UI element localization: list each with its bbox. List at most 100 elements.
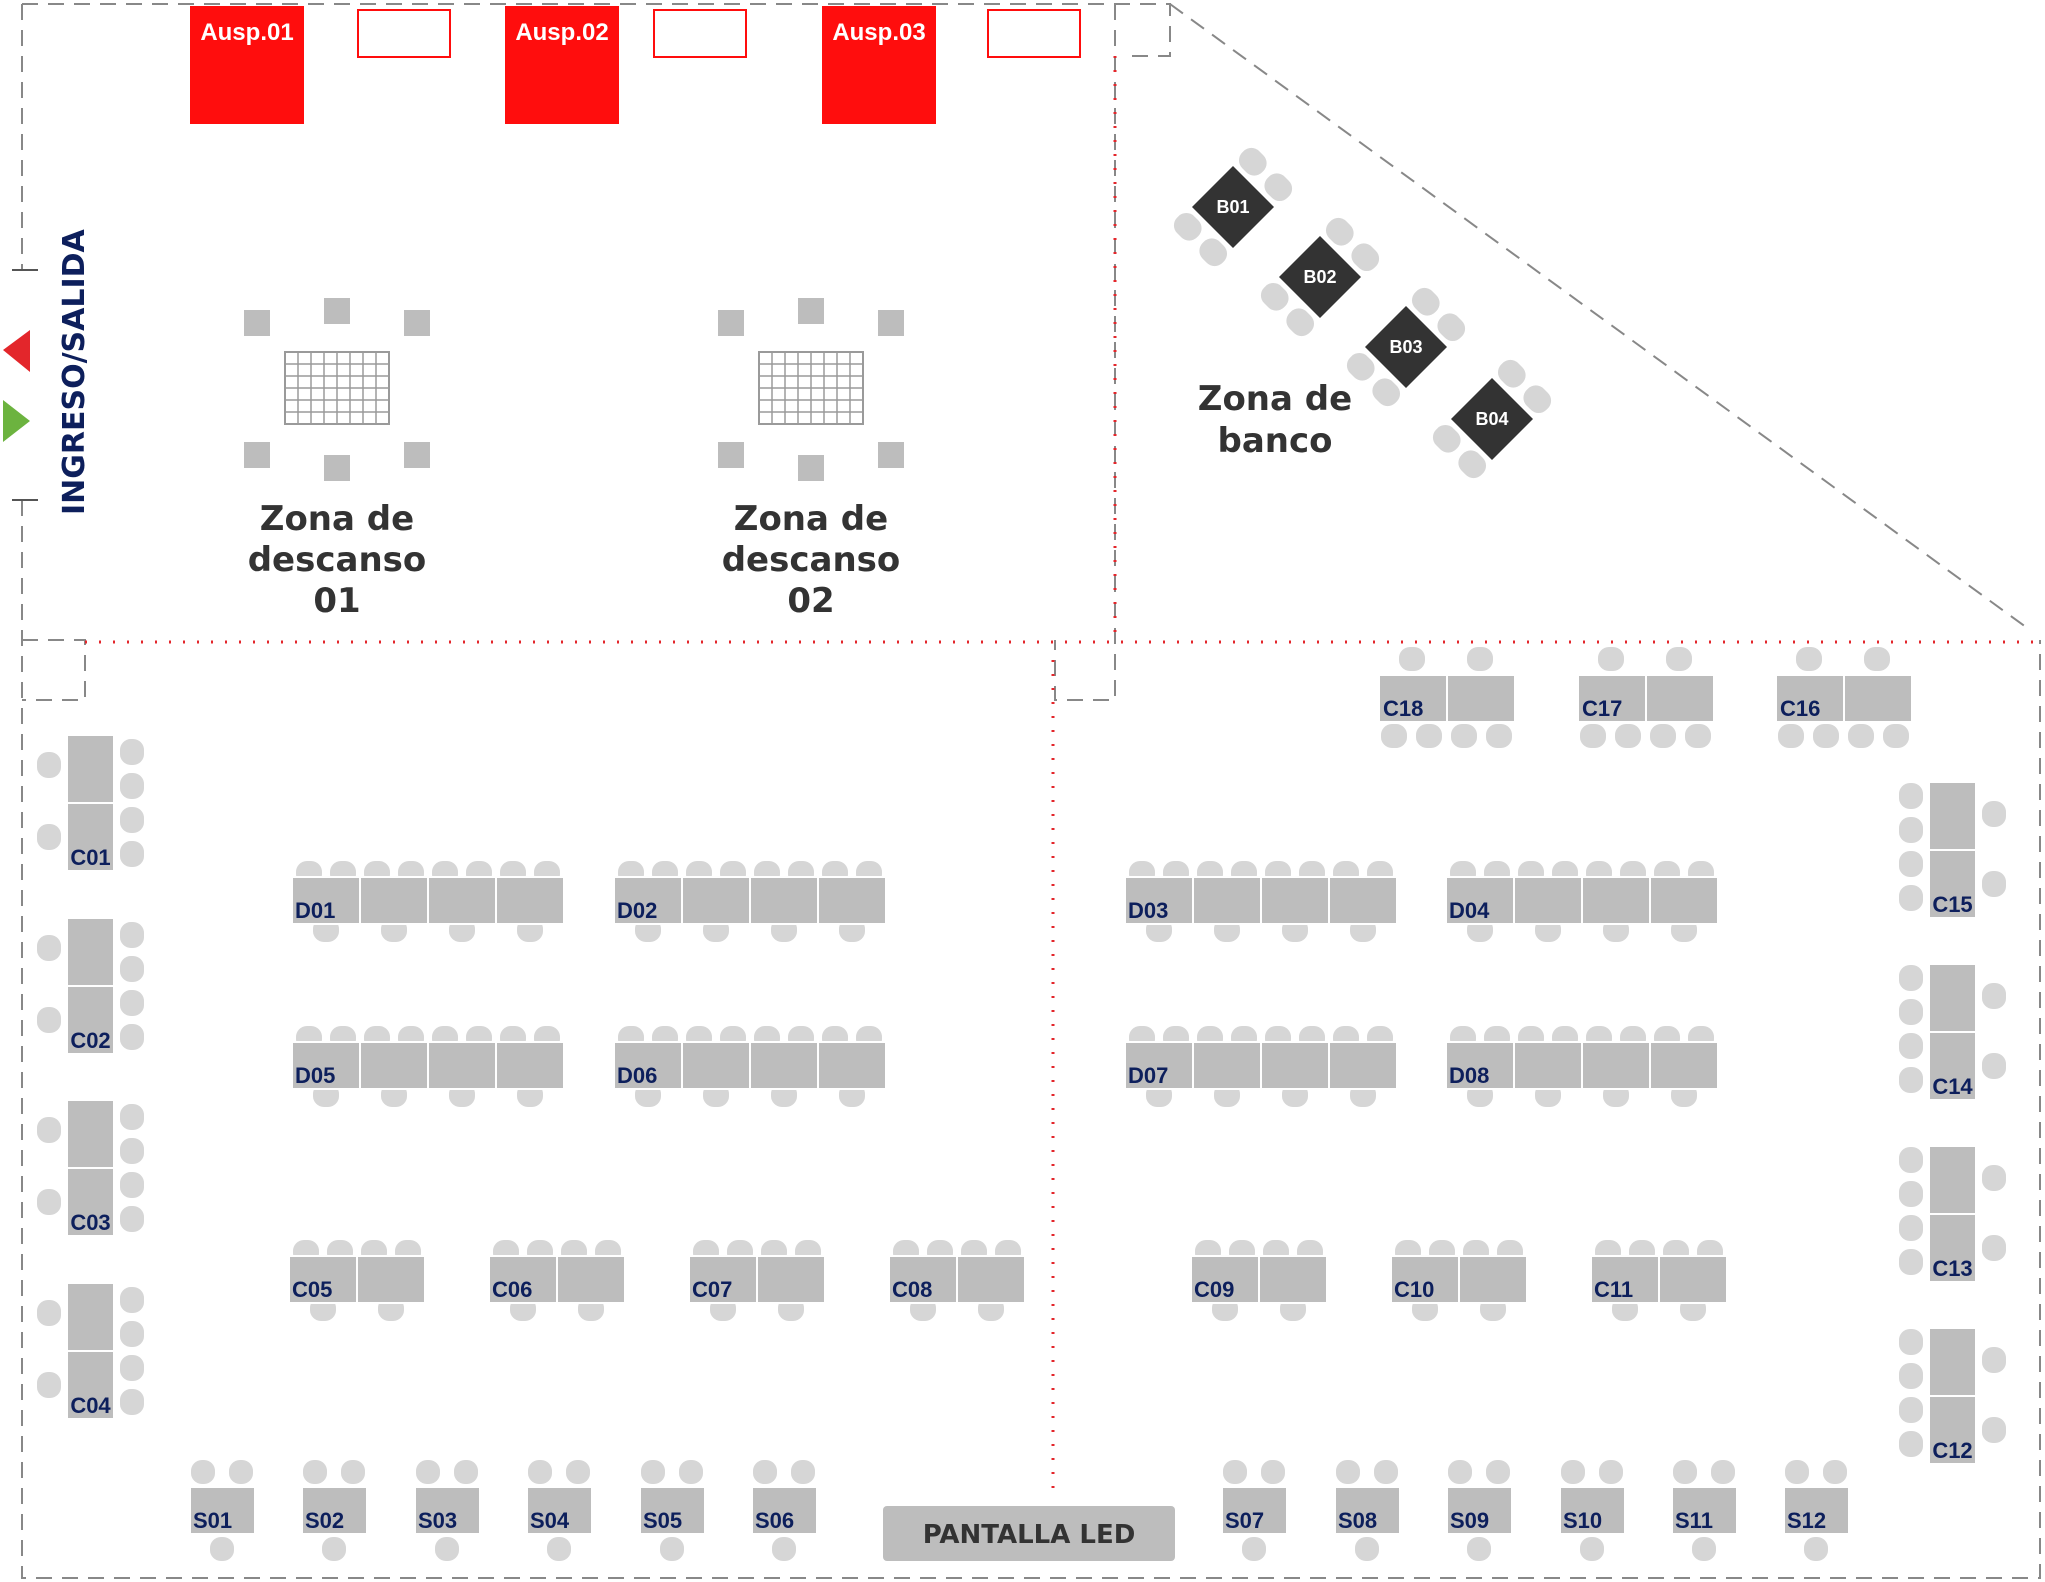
chair — [120, 1024, 144, 1050]
table-top — [1221, 1486, 1288, 1535]
table-top — [1446, 1486, 1513, 1535]
table-label: D05 — [295, 1063, 335, 1088]
table-segment — [288, 1255, 358, 1304]
chair — [120, 1287, 144, 1313]
bank-table[interactable]: B01 — [1169, 143, 1296, 270]
table-C05[interactable]: C05 — [288, 1240, 426, 1321]
chair — [1899, 817, 1923, 843]
table-segment — [66, 1350, 115, 1420]
table-S05[interactable]: S05 — [639, 1460, 706, 1561]
bank-table[interactable]: B04 — [1428, 355, 1555, 482]
sponsor-booth[interactable]: Ausp.01 — [190, 6, 304, 124]
sponsor-empty-slot — [653, 9, 747, 58]
chair — [120, 1172, 144, 1198]
bank-table[interactable]: B02 — [1256, 213, 1383, 340]
sponsor-booth[interactable]: Ausp.02 — [505, 6, 619, 124]
table-S01[interactable]: S01 — [189, 1460, 256, 1561]
chair — [1982, 1417, 2006, 1443]
chair — [1173, 212, 1202, 241]
table-S04[interactable]: S04 — [526, 1460, 593, 1561]
table-D02[interactable]: D02 — [613, 861, 887, 942]
table-top — [1559, 1486, 1626, 1535]
chair — [1264, 173, 1293, 202]
table-C07[interactable]: C07 — [688, 1240, 826, 1321]
bank-zone-title: banco — [1218, 421, 1333, 461]
chair — [1899, 1249, 1923, 1275]
table-D05[interactable]: D05 — [291, 1026, 565, 1107]
table-C13[interactable]: C13 — [1899, 1145, 2006, 1283]
table-C14[interactable]: C14 — [1899, 963, 2006, 1101]
table-S09[interactable]: S09 — [1446, 1460, 1513, 1561]
table-S03[interactable]: S03 — [414, 1460, 481, 1561]
table-D01[interactable]: D01 — [291, 861, 565, 942]
chair — [1673, 1460, 1697, 1484]
table-segment — [1190, 1255, 1260, 1304]
table-S12[interactable]: S12 — [1783, 1460, 1850, 1561]
table-segment — [495, 1041, 565, 1090]
table-C08[interactable]: C08 — [888, 1240, 1026, 1321]
table-label: C10 — [1394, 1277, 1434, 1302]
table-C03[interactable]: C03 — [37, 1099, 144, 1237]
table-C01[interactable]: C01 — [37, 734, 144, 872]
table-D07[interactable]: D07 — [1124, 1026, 1398, 1107]
table-C10[interactable]: C10 — [1390, 1240, 1528, 1321]
sponsor-booth[interactable] — [987, 9, 1081, 58]
table-segment — [291, 1041, 361, 1090]
table-top — [1334, 1486, 1401, 1535]
table-D08[interactable]: D08 — [1445, 1026, 1719, 1107]
table-D03[interactable]: D03 — [1124, 861, 1398, 942]
table-segment — [1458, 1255, 1528, 1304]
table-C12[interactable]: C12 — [1899, 1327, 2006, 1465]
table-C04[interactable]: C04 — [37, 1282, 144, 1420]
table-C15[interactable]: C15 — [1899, 781, 2006, 919]
table-segment — [1124, 876, 1194, 925]
chair — [120, 1104, 144, 1130]
table-S02[interactable]: S02 — [301, 1460, 368, 1561]
bank-table[interactable]: B03 — [1342, 283, 1469, 410]
table-C16[interactable]: C16 — [1775, 647, 1913, 748]
sponsor-booth[interactable] — [357, 9, 451, 58]
table-S08[interactable]: S08 — [1334, 1460, 1401, 1561]
chair — [1982, 983, 2006, 1009]
sponsor-booth[interactable] — [653, 9, 747, 58]
table-C18[interactable]: C18 — [1378, 647, 1516, 748]
table-segment — [495, 876, 565, 925]
chair — [753, 1460, 777, 1484]
wall-corner — [22, 639, 86, 701]
table-segment — [66, 1099, 115, 1169]
table-S07[interactable]: S07 — [1221, 1460, 1288, 1561]
led-screen: PANTALLA LED — [883, 1506, 1175, 1561]
chair — [1437, 313, 1466, 342]
table-S06[interactable]: S06 — [751, 1460, 818, 1561]
table-C11[interactable]: C11 — [1590, 1240, 1728, 1321]
chair — [641, 1460, 665, 1484]
table-D04[interactable]: D04 — [1445, 861, 1719, 942]
lounge-seat — [718, 442, 744, 468]
chair — [37, 1117, 61, 1143]
chair — [1336, 1460, 1360, 1484]
table-C02[interactable]: C02 — [37, 917, 144, 1055]
table-C09[interactable]: C09 — [1190, 1240, 1328, 1321]
table-S11[interactable]: S11 — [1671, 1460, 1738, 1561]
table-C17[interactable]: C17 — [1577, 647, 1715, 748]
chair — [1238, 147, 1267, 176]
table-segment — [1928, 1213, 1977, 1283]
table-segment — [1192, 876, 1262, 925]
chair — [1899, 1147, 1923, 1173]
chair — [1650, 724, 1676, 748]
table-segment — [1328, 1041, 1398, 1090]
table-C06[interactable]: C06 — [488, 1240, 626, 1321]
chair — [1899, 885, 1923, 911]
chair — [120, 1321, 144, 1347]
chair — [1796, 647, 1822, 671]
chair — [1448, 1460, 1472, 1484]
table-S10[interactable]: S10 — [1559, 1460, 1626, 1561]
chair — [1899, 1329, 1923, 1355]
table-top — [751, 1486, 818, 1535]
wall-outer — [21, 500, 2041, 1579]
chair — [1899, 1363, 1923, 1389]
chair — [1467, 647, 1493, 671]
table-label: C16 — [1780, 696, 1820, 721]
sponsor-booth[interactable]: Ausp.03 — [822, 6, 936, 124]
table-D06[interactable]: D06 — [613, 1026, 887, 1107]
